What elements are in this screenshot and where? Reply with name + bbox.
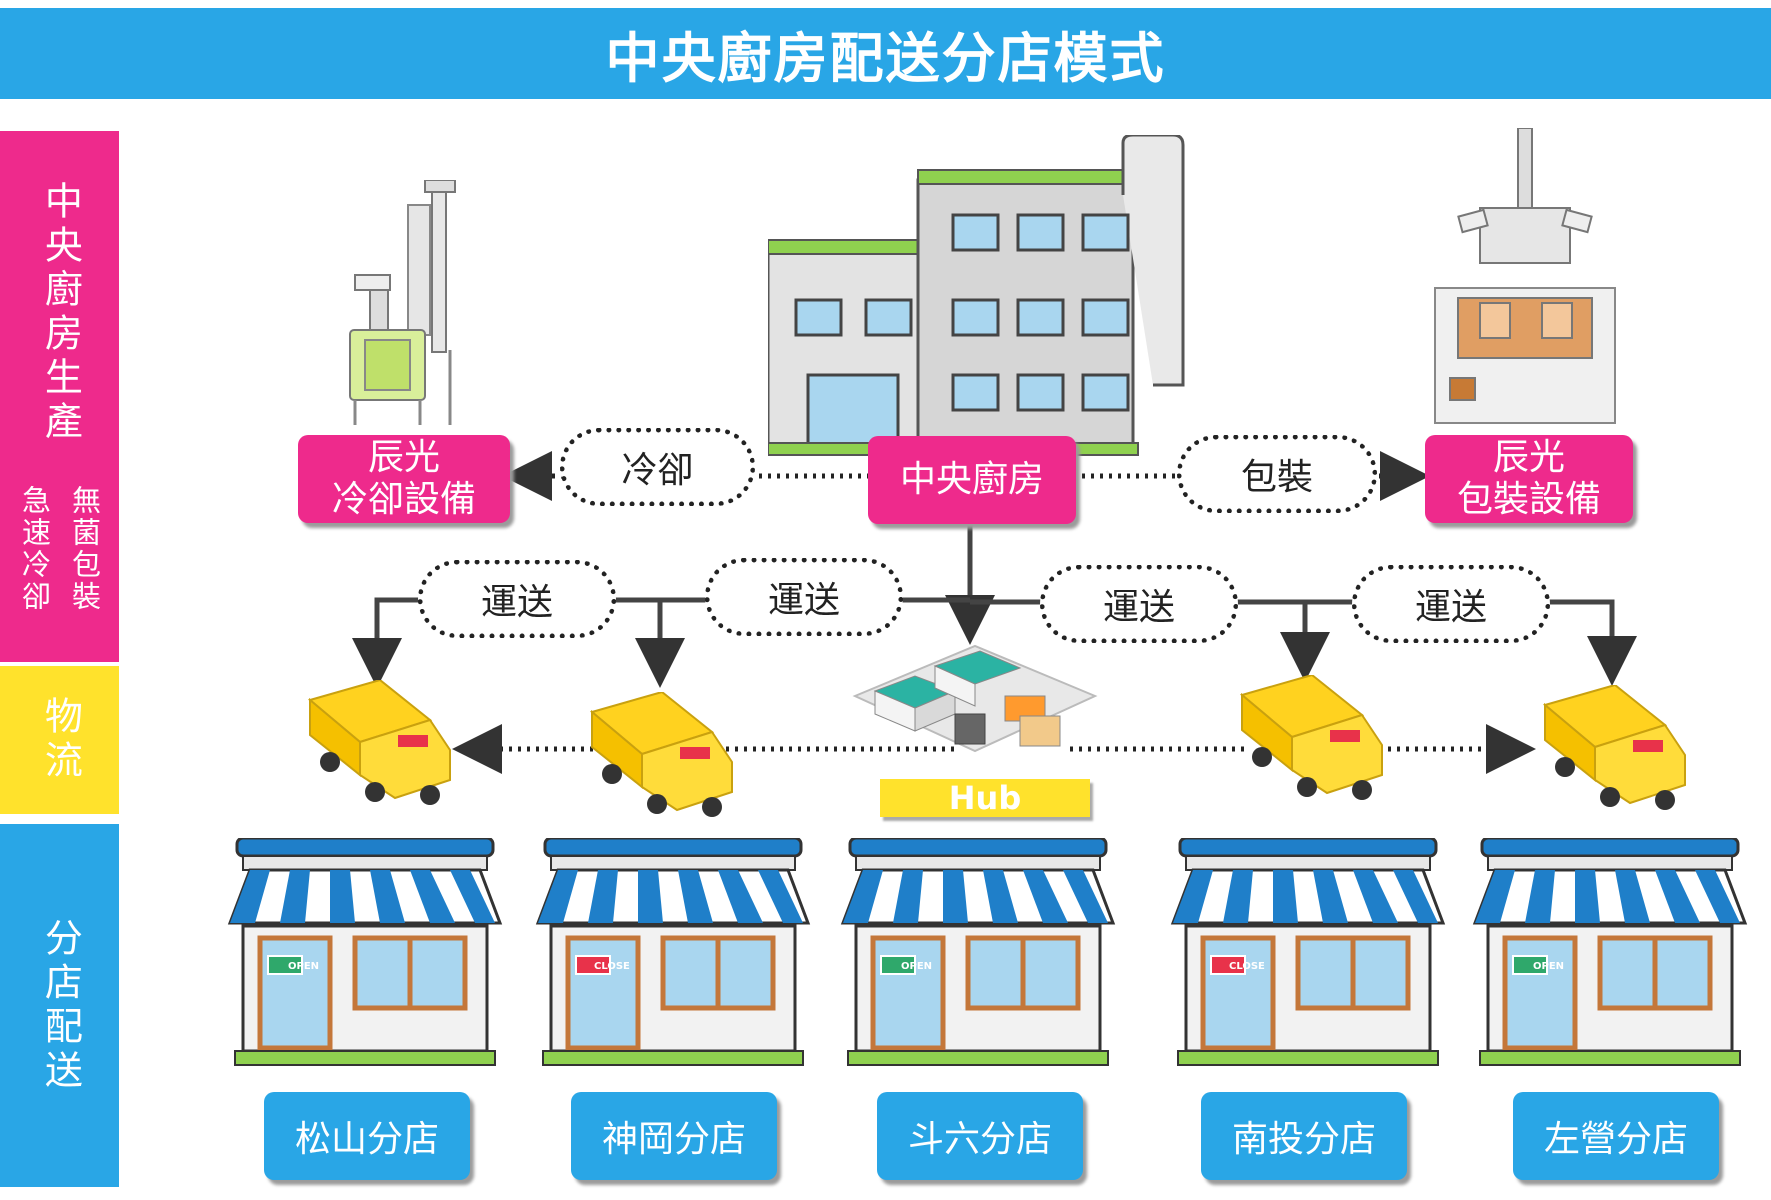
central-kitchen-label: 中央廚房 [899,458,1044,500]
store-sign-1: OPEN [288,961,320,972]
transport-edge-label-3: 運送 [1040,565,1238,643]
side-sublabels: 無菌包裝 急速冷卻 [14,485,106,613]
store-sign-5: OPEN [1533,961,1565,972]
side-label-logistics: 物流 [38,696,83,784]
hub-label: Hub [880,779,1090,817]
store-sign-3: OPEN [901,961,933,972]
storefront-icon [227,838,503,1066]
side-section-logistics: 物流 [0,666,119,814]
transport-edge-label-4: 運送 [1352,565,1550,643]
side-section-production: 中央廚房生產 無菌包裝 急速冷卻 [0,131,119,662]
store-name-button: 松山分店 [264,1092,470,1180]
store-sign-2: CLOSE [594,961,630,972]
store-name-button: 神岡分店 [571,1092,777,1180]
storefront-icon [535,838,811,1066]
side-label-distribution: 分店配送 [38,917,83,1094]
transport-edge-label-1: 運送 [418,560,616,638]
cooling-brand-label: 辰光 [367,436,440,478]
delivery-truck-icon [1542,685,1686,810]
storefront-icon [1472,838,1748,1066]
store-sign-4: CLOSE [1229,961,1265,972]
delivery-truck-icon [1239,675,1383,800]
cooling-machine-icon [349,180,456,425]
side-label-chilling: 急速冷卻 [17,484,52,613]
storefront-icon [1170,838,1446,1066]
cooling-equipment-label: 冷卻設備 [331,479,476,520]
warehouse-hub-icon [852,644,1098,753]
transport-edge-label-2: 運送 [705,558,903,636]
cooling-edge-label: 冷卻 [560,428,755,506]
cooling-equipment-node: 辰光 冷卻設備 [298,435,510,523]
page-title: 中央廚房配送分店模式 [0,8,1771,99]
store-name-button: 斗六分店 [877,1092,1083,1180]
delivery-truck-icon [589,692,733,817]
packing-equipment-label: 包裝設備 [1456,479,1601,520]
factory-building-icon [768,135,1185,456]
packing-edge-label: 包裝 [1177,435,1377,513]
store-name-button: 南投分店 [1201,1092,1407,1180]
side-label-packing: 無菌包裝 [67,484,102,613]
delivery-truck-icon [307,680,451,805]
central-kitchen-node: 中央廚房 [868,436,1076,524]
store-name-button: 左營分店 [1513,1092,1719,1180]
side-section-distribution: 分店配送 [0,824,119,1187]
packaging-machine-icon [1434,128,1616,424]
storefront-icon [840,838,1116,1066]
packing-brand-label: 辰光 [1492,436,1565,478]
side-label-production: 中央廚房生產 [38,180,83,445]
packing-equipment-node: 辰光 包裝設備 [1425,435,1633,523]
